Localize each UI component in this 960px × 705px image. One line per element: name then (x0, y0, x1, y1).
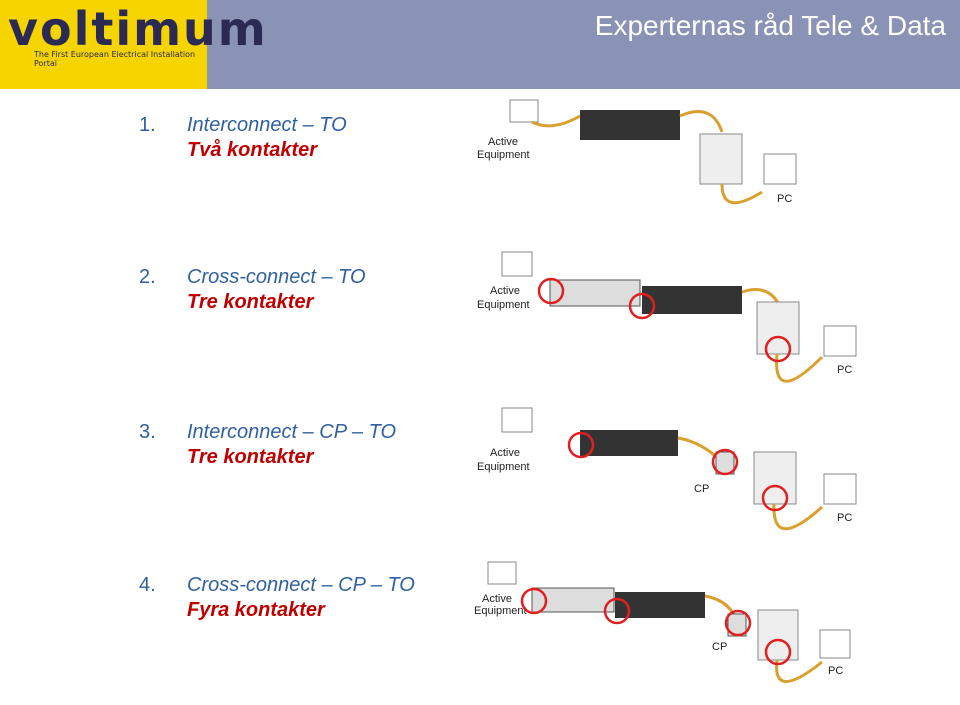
cable (720, 183, 763, 205)
active-label: Active (488, 136, 518, 148)
item-4: 4. Cross-connect – CP – TO Fyra kontakter (139, 573, 415, 623)
item-3: 3. Interconnect – CP – TO Tre kontakter (139, 420, 396, 470)
active-equipment-box (501, 407, 533, 433)
pc-label: PC (828, 665, 843, 677)
item-subtitle: Tre kontakter (187, 446, 314, 468)
connection-marker (628, 292, 656, 320)
item-subtitle: Tre kontakter (187, 291, 314, 313)
pc-box (823, 473, 857, 505)
cp-label: CP (712, 641, 727, 653)
telecom-outlet (699, 133, 743, 185)
diagram-2: Active Equipment PC (477, 251, 857, 383)
patch-panel (580, 110, 680, 140)
patch-panel (615, 592, 705, 618)
item-title: Interconnect – CP – TO (187, 421, 396, 443)
active-label: Active (490, 285, 520, 297)
cable (772, 503, 824, 531)
item-title: Cross-connect – TO (187, 266, 366, 288)
connection-marker (764, 335, 792, 363)
pc-label: PC (837, 512, 852, 524)
logo-tagline: The First European Electrical Installati… (34, 50, 196, 68)
connection-marker (761, 484, 789, 512)
cable (775, 353, 824, 383)
connection-marker (764, 638, 792, 666)
item-number: 4. (139, 574, 156, 596)
voltimum-logo: voltimum The First European Electrical I… (0, 0, 266, 89)
page-title: Experternas råd Tele & Data (594, 10, 946, 41)
active-label: Active (490, 447, 520, 459)
patch-panel (580, 430, 678, 456)
cable (679, 110, 724, 133)
item-1: 1. Interconnect – TO Två kontakter (139, 113, 347, 163)
item-subtitle: Två kontakter (187, 139, 318, 161)
pc-label: PC (777, 193, 792, 205)
item-number: 1. (139, 114, 156, 136)
equipment-label: Equipment (477, 461, 530, 473)
telecom-outlet (756, 301, 800, 355)
connection-marker (711, 448, 739, 476)
diagram-1: Active Equipment PC (477, 99, 797, 205)
item-number: 2. (139, 266, 156, 288)
telecom-outlet (753, 451, 797, 505)
active-equipment-box (509, 99, 539, 123)
connection-marker (567, 431, 595, 459)
header-bar: voltimum The First European Electrical I… (0, 0, 960, 89)
cable (531, 114, 581, 128)
consolidation-point (715, 451, 735, 475)
connection-marker (603, 597, 631, 625)
connection-marker (724, 609, 752, 637)
item-subtitle: Fyra kontakter (187, 599, 325, 621)
item-title: Cross-connect – CP – TO (187, 574, 415, 596)
telecom-outlet (757, 609, 799, 661)
connection-marker (520, 587, 548, 615)
cable (677, 436, 724, 464)
item-title: Interconnect – TO (187, 114, 347, 136)
pc-box (763, 153, 797, 185)
cable (775, 659, 823, 683)
diagram-3: Active Equipment CP PC (477, 407, 857, 531)
connection-marker (537, 277, 565, 305)
cp-label: CP (694, 483, 709, 495)
active-label: Active (482, 593, 512, 605)
item-number: 3. (139, 421, 156, 443)
item-2: 2. Cross-connect – TO Tre kontakter (139, 265, 366, 315)
logo-word: voltimum (8, 2, 268, 56)
diagram-4: Active Equipment CP PC (474, 561, 851, 683)
active-equipment-box (501, 251, 533, 277)
patch-panel (642, 286, 742, 314)
pc-box (823, 325, 857, 357)
pc-label: PC (837, 364, 852, 376)
equipment-label: Equipment (474, 605, 527, 617)
equipment-label: Equipment (477, 299, 530, 311)
pc-box (819, 629, 851, 659)
patch-panel (549, 279, 641, 307)
active-equipment-box (487, 561, 517, 585)
equipment-label: Equipment (477, 149, 530, 161)
